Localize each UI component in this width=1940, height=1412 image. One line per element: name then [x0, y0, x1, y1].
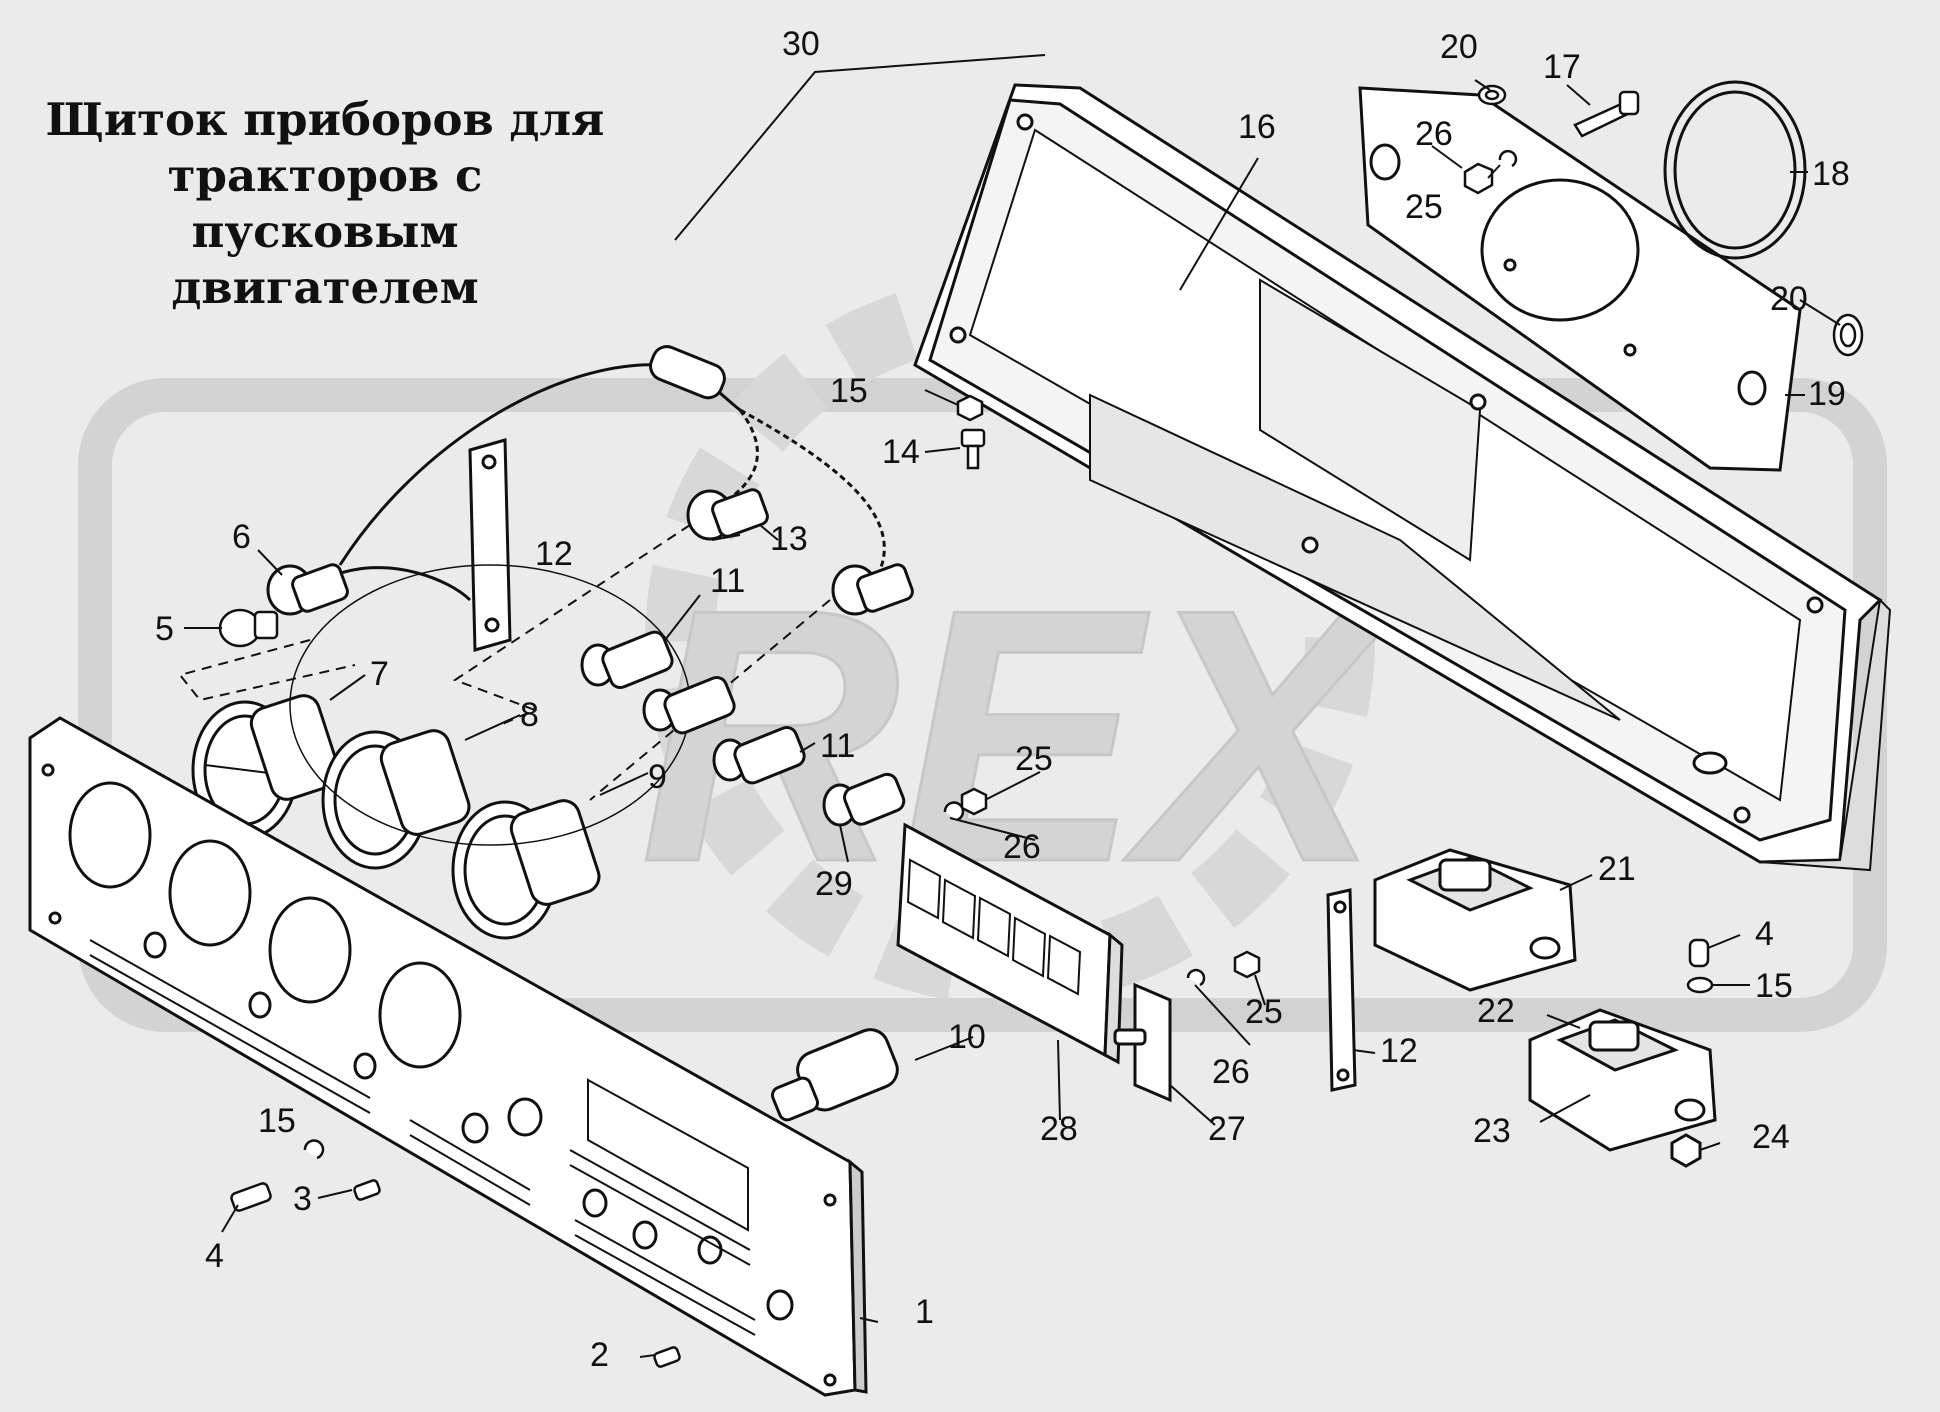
callout-26: 26: [1212, 1053, 1250, 1091]
callout-15: 15: [1755, 967, 1793, 1005]
callout-12: 12: [1380, 1032, 1418, 1070]
callout-8: 8: [520, 696, 539, 734]
part-1-front-panel: [28, 716, 868, 1397]
callout-12: 12: [535, 535, 573, 573]
callout-11: 11: [710, 562, 745, 600]
callout-4: 4: [1755, 915, 1774, 953]
callout-14: 14: [882, 433, 920, 471]
callout-17: 17: [1543, 48, 1581, 86]
callout-28: 28: [1040, 1110, 1078, 1148]
diagram-title: Щиток приборов для тракторов с пусковым …: [30, 92, 620, 316]
callout-23: 23: [1473, 1112, 1511, 1150]
fasteners-right: [1686, 938, 1714, 994]
fasteners-upper: [1463, 84, 1864, 357]
callout-16: 16: [1238, 108, 1276, 146]
fasteners-lower: [230, 1139, 681, 1368]
leader-lines: [184, 79, 1841, 1358]
part-16-housing: [913, 83, 1892, 872]
callout-3: 3: [293, 1180, 312, 1218]
callout-13: 13: [770, 520, 808, 558]
callout-15: 15: [830, 372, 868, 410]
fasteners-center: [943, 787, 1261, 987]
callout-11: 11: [820, 727, 855, 765]
callout-1: 1: [915, 1293, 934, 1331]
part-5-bulb: [218, 608, 279, 648]
callout-29: 29: [815, 865, 853, 903]
part-12-bracket-lower: [1326, 888, 1357, 1092]
callout-20: 20: [1770, 280, 1808, 318]
callout-4: 4: [205, 1237, 224, 1275]
part-12-bracket-upper: [468, 438, 512, 652]
callout-10: 10: [948, 1018, 986, 1056]
part-27-clip: [1113, 982, 1172, 1103]
callout-30: 30: [782, 25, 820, 63]
title-line-2: тракторов с пусковым: [167, 149, 483, 258]
wiring-harness: [334, 345, 886, 602]
lamp-sockets: [266, 488, 914, 616]
part-30-leader: [674, 54, 1046, 241]
gauges: [191, 694, 601, 940]
switch-units: [1373, 848, 1717, 1168]
callout-25: 25: [1245, 993, 1283, 1031]
callout-26: 26: [1415, 115, 1453, 153]
indicator-lamps: [580, 630, 906, 827]
watermark-text: REX: [640, 535, 1399, 937]
callout-21: 21: [1598, 850, 1636, 888]
callout-24: 24: [1752, 1118, 1790, 1156]
part-10-switch: [771, 1028, 899, 1122]
title-line-3: двигателем: [171, 261, 479, 314]
callout-6: 6: [232, 518, 251, 556]
callout-7: 7: [370, 655, 389, 693]
callout-18: 18: [1812, 155, 1850, 193]
callout-numbers: 1 2 3 4 4 5 6 7 8 9 10 11 11 12 12 13 14…: [155, 25, 1850, 1374]
callout-20: 20: [1440, 28, 1478, 66]
callout-5: 5: [155, 610, 174, 648]
part-18-gasket: [1663, 80, 1807, 260]
callout-9: 9: [648, 758, 667, 796]
callout-15: 15: [258, 1102, 296, 1140]
callout-19: 19: [1808, 375, 1846, 413]
callout-26: 26: [1003, 828, 1041, 866]
callout-25: 25: [1405, 188, 1443, 226]
callout-22: 22: [1477, 992, 1515, 1030]
callout-25: 25: [1015, 740, 1053, 778]
callout-27: 27: [1208, 1110, 1246, 1148]
title-line-1: Щиток приборов для: [45, 93, 605, 146]
callout-2: 2: [590, 1336, 609, 1374]
fasteners-mid: [956, 394, 986, 470]
part-28-switch-panel: [896, 822, 1124, 1065]
